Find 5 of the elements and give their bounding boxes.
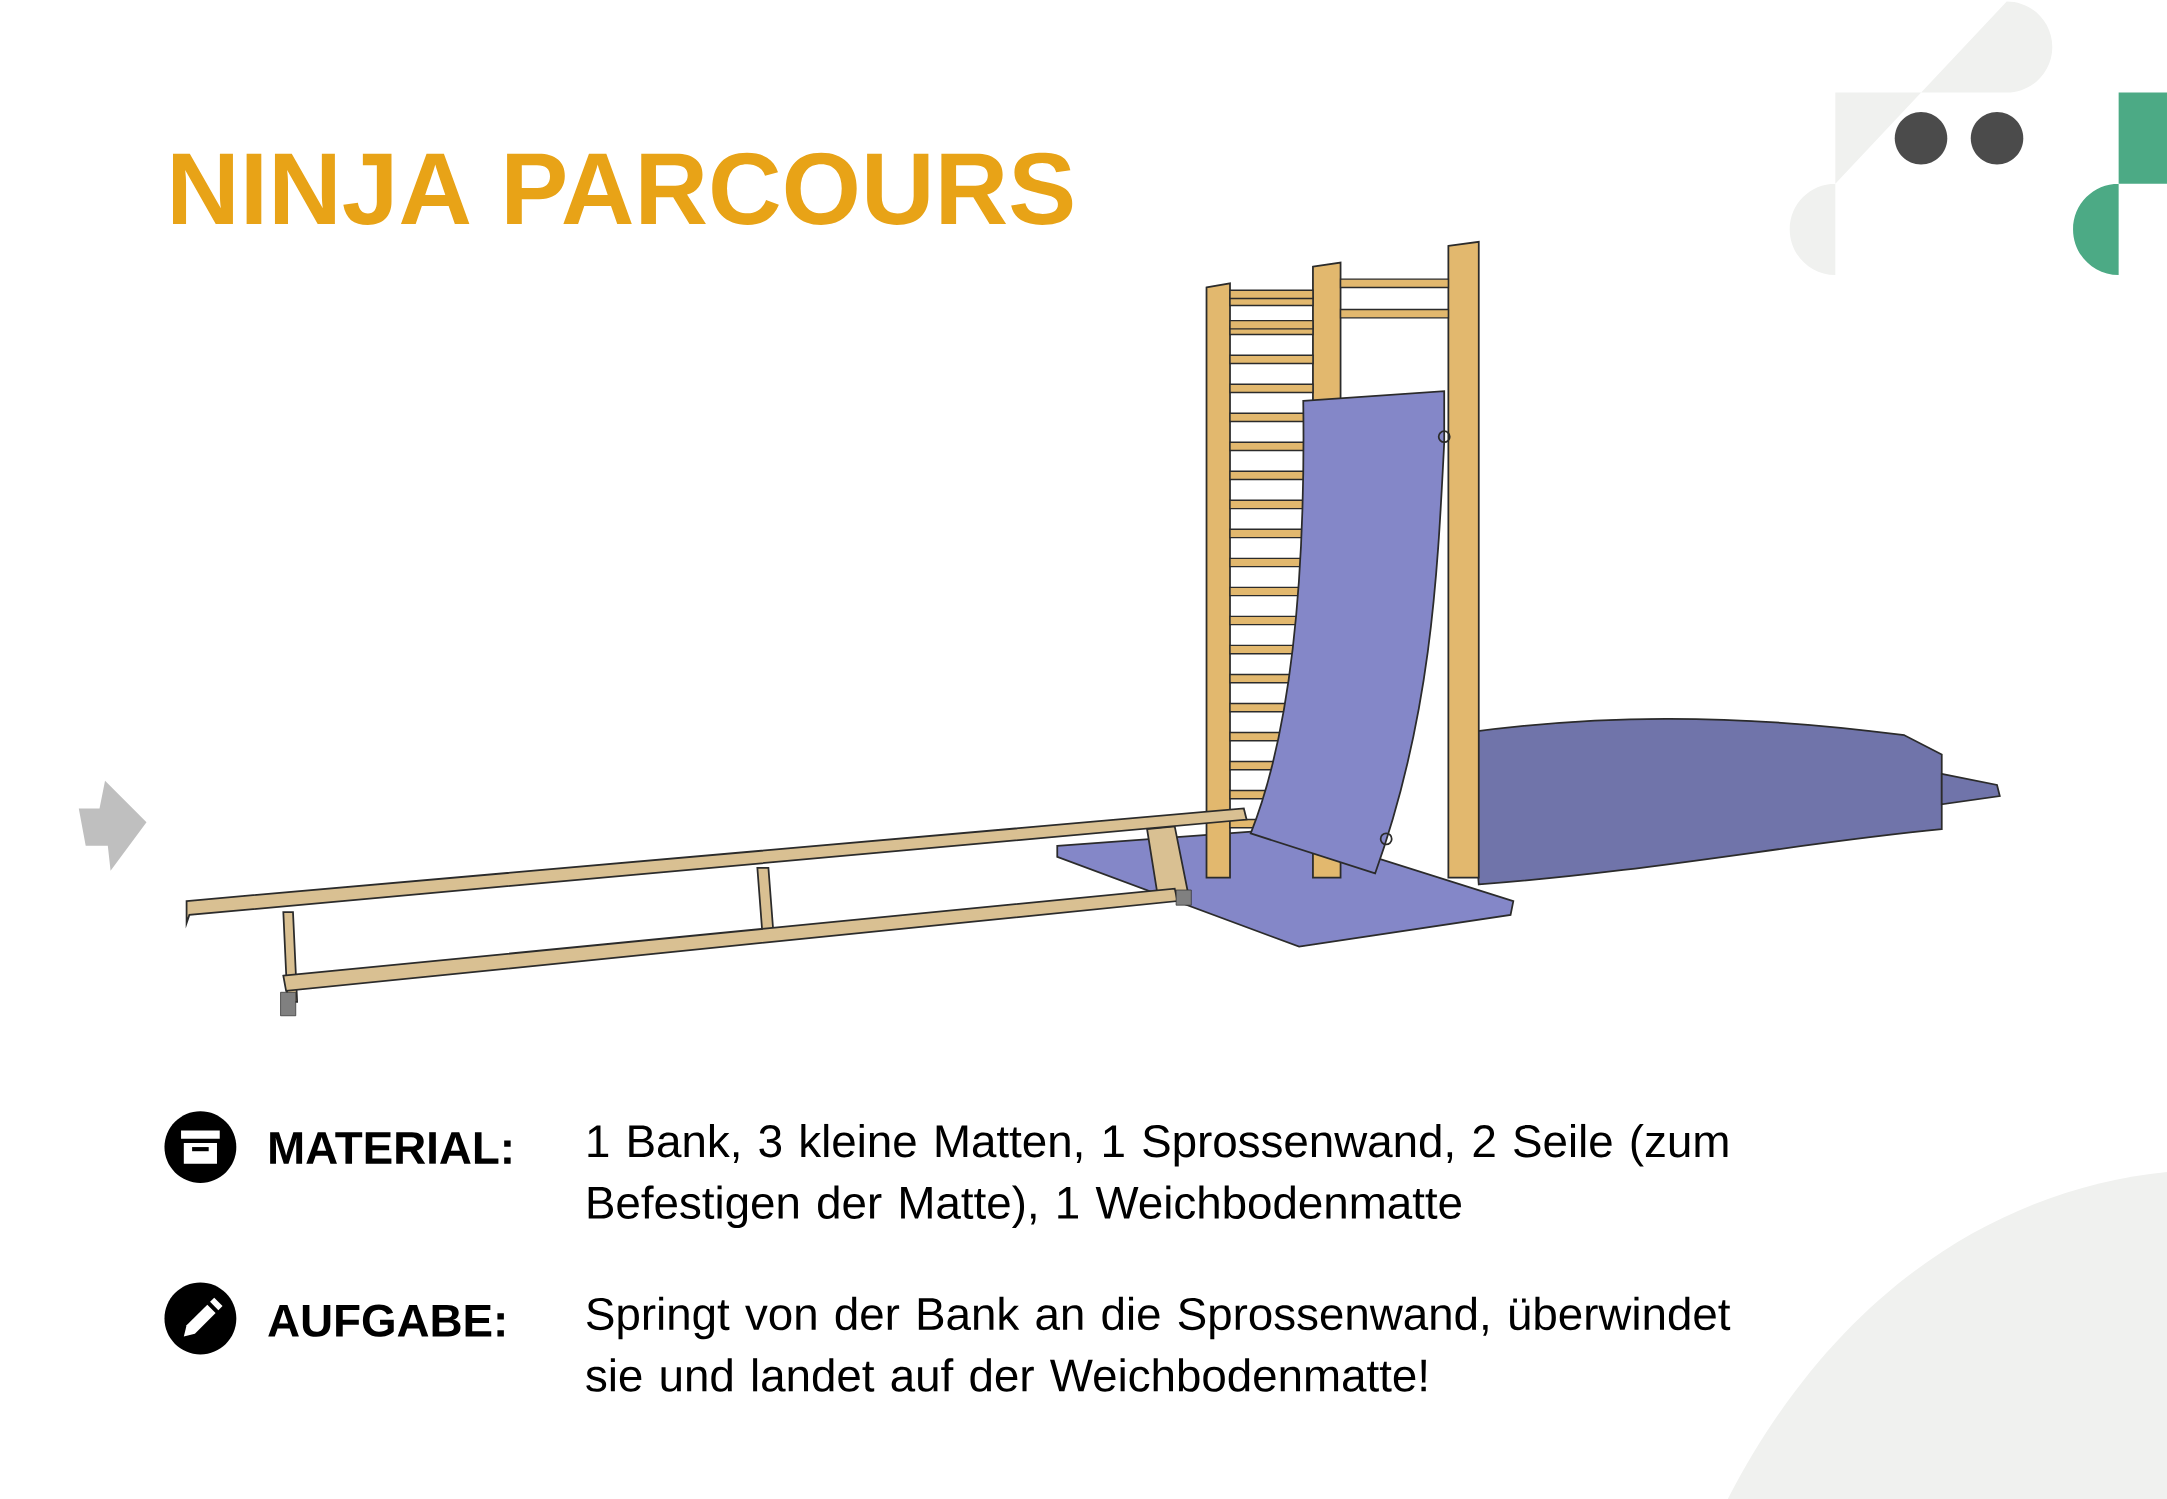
section-label: AUFGABE: [268, 1304, 504, 1337]
section-label: MATERIAL: [270, 1131, 511, 1164]
title: NINJA PARCOURS [173, 152, 1073, 225]
body-text: 1 Bank, 3 kleine Matten, 1 Sprossenwand, 2 Seile (zum Befestigen der Matte), 1 Weichbodenmatte [588, 1123, 1728, 1228]
body-text: Springt von der Bank an die Sprossenwand, überwindet sie und landet auf der Weichbodenmatte! [586, 1296, 1731, 1392]
